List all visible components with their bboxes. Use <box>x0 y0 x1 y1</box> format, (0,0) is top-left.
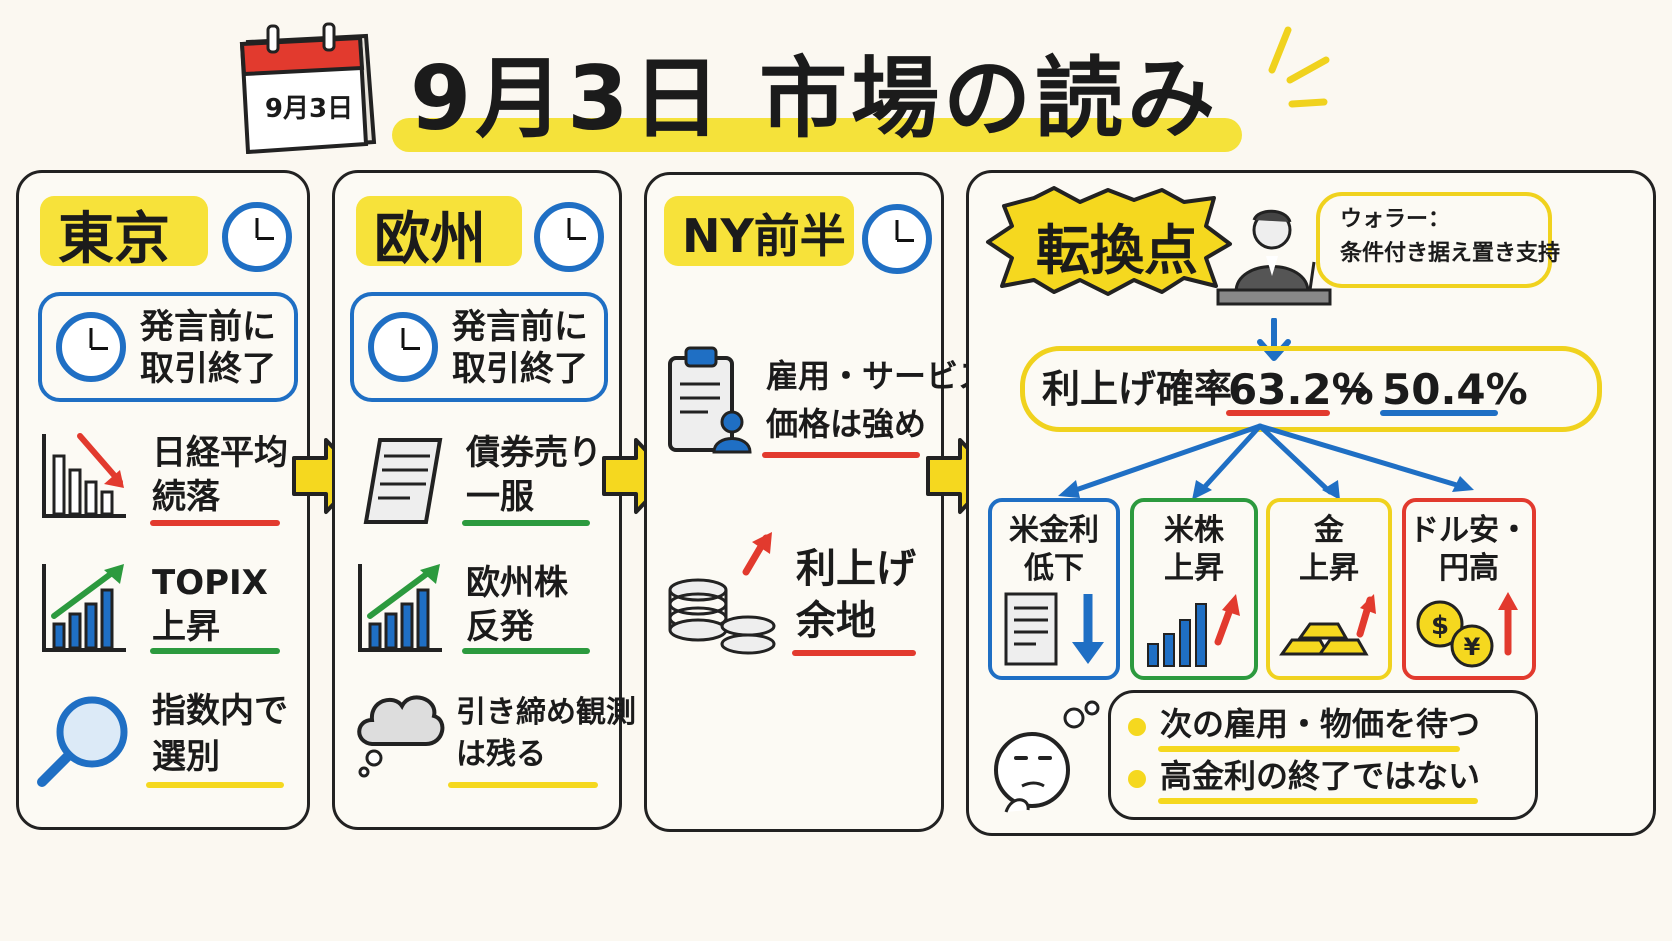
underline <box>792 650 916 656</box>
bar-chart-up-icon <box>40 560 130 654</box>
probability-box <box>1020 346 1602 432</box>
ny-heading-bg <box>664 196 854 266</box>
svg-text:$: $ <box>1431 611 1449 641</box>
coins-up-icon <box>664 530 784 660</box>
branch-arrows-icon <box>1040 420 1500 502</box>
clipboard-user-icon <box>664 344 754 456</box>
clock-icon <box>56 312 126 382</box>
europe-item2-line1: 欧州株 <box>466 563 568 603</box>
bar-chart-up-icon <box>356 560 446 654</box>
europe-note-line2: 取引終了 <box>452 349 588 389</box>
effect-stocks-line2: 上昇 <box>1164 551 1224 586</box>
clock-icon <box>222 202 292 272</box>
svg-text:¥: ¥ <box>1464 633 1481 661</box>
underline <box>150 648 280 654</box>
europe-item3-line1: 引き締め観測 <box>456 695 636 730</box>
underline <box>1226 410 1330 416</box>
tokyo-note-line2: 取引終了 <box>140 349 276 389</box>
probability-to: 50.4% <box>1382 365 1528 414</box>
bullet-dot <box>1128 718 1146 736</box>
europe-heading: 欧州 <box>374 207 486 272</box>
speech-line2: 条件付き据え置き支持 <box>1340 241 1561 266</box>
note-1: 次の雇用・物価を待つ <box>1160 705 1481 743</box>
tokyo-item1-line1: 日経平均 <box>152 433 288 473</box>
note-2: 高金利の終了ではない <box>1160 757 1481 795</box>
underline <box>150 520 280 526</box>
thinking-face-icon <box>988 700 1104 820</box>
probability-arrow: → <box>1338 367 1370 411</box>
ny-panel <box>644 172 944 832</box>
probability-label: 利上げ確率 <box>1042 367 1233 411</box>
europe-note-line1: 発言前に <box>452 307 588 347</box>
tokyo-item1-line2: 続落 <box>152 477 220 517</box>
title-underline <box>392 118 1242 152</box>
underline <box>1158 798 1478 804</box>
europe-item2-line2: 反発 <box>466 607 534 647</box>
effect-rates-line1: 米金利 <box>1009 513 1099 548</box>
calendar-icon: 9月3日 <box>228 22 378 155</box>
effect-fx-line1: ドル安・ <box>1409 513 1529 548</box>
underline <box>762 452 920 458</box>
underline <box>448 782 598 788</box>
europe-item3-line2: は残る <box>456 737 546 772</box>
clock-icon <box>534 202 604 272</box>
ny-item1-line2: 価格は強め <box>766 405 927 443</box>
bar-chart-up-icon <box>1142 590 1246 670</box>
calendar-label: 9月3日 <box>264 94 354 124</box>
ny-item1-line1: 雇用・サービス <box>766 357 991 395</box>
effect-rates-line2: 低下 <box>1024 551 1084 586</box>
tokyo-heading: 東京 <box>58 207 170 272</box>
underline <box>1158 746 1460 752</box>
europe-item1-line1: 債券売り <box>466 433 602 473</box>
clock-icon <box>862 204 932 274</box>
turning-point-heading: 転換点 <box>1036 219 1198 282</box>
europe-item1-line2: 一服 <box>466 477 534 517</box>
underline <box>462 648 590 654</box>
probability-from: 63.2% <box>1228 365 1374 414</box>
clock-icon <box>368 312 438 382</box>
thought-cloud-icon <box>352 680 448 780</box>
burst-icon <box>984 186 1234 296</box>
document-icon <box>360 436 450 526</box>
underline <box>462 520 590 526</box>
underline <box>146 782 284 788</box>
effect-stocks-line1: 米株 <box>1164 513 1224 548</box>
speech-bubble <box>1316 192 1552 288</box>
tokyo-item3-line2: 選別 <box>152 737 220 777</box>
europe-note-box <box>350 292 608 402</box>
ny-heading: NY前半 <box>682 209 846 263</box>
effect-gold-line2: 上昇 <box>1299 551 1359 586</box>
gold-bars-icon <box>1276 594 1382 670</box>
effect-gold-line1: 金 <box>1314 513 1344 548</box>
underline <box>1380 410 1498 416</box>
tokyo-item2-line2: 上昇 <box>152 607 220 647</box>
ny-item2-line1: 利上げ <box>796 546 916 592</box>
speaker-icon <box>1214 206 1334 306</box>
speech-line1: ウォラー： <box>1340 207 1451 232</box>
tokyo-note-box <box>38 292 298 402</box>
tokyo-item3-line1: 指数内で <box>152 691 288 731</box>
magnifier-icon <box>34 690 134 790</box>
document-down-icon <box>1000 590 1112 670</box>
effect-fx-line2: 円高 <box>1439 551 1499 586</box>
page-title: 9月3日 市場の読み <box>410 47 1220 150</box>
bullet-dot <box>1128 770 1146 788</box>
ny-item2-line2: 余地 <box>796 598 876 644</box>
tokyo-item2-line1: TOPIX <box>152 563 268 603</box>
dollar-yen-coins-icon: $¥ <box>1412 590 1526 670</box>
tokyo-note-line1: 発言前に <box>140 307 276 347</box>
sparkle-icon <box>1252 20 1332 120</box>
bar-chart-down-icon <box>40 430 130 520</box>
tokyo-heading-bg <box>40 196 208 266</box>
europe-heading-bg <box>356 196 522 266</box>
